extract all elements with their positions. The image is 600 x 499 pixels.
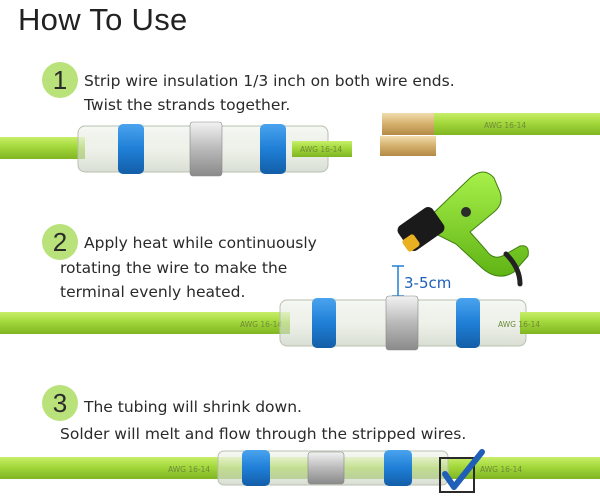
step-3-wire-label-a: AWG 16-14	[168, 465, 210, 474]
step-2-solder-ring	[385, 295, 419, 351]
step-1-number: 1	[42, 62, 78, 98]
step-3-wire-label-b: AWG 16-14	[480, 465, 522, 474]
step-3-ring-left	[242, 450, 270, 486]
step-1-copper-top	[382, 113, 434, 135]
step-1-illustration: AWG 16-14 AWG 16-14	[0, 113, 600, 177]
step-2-wire-label-a: AWG 16-14	[240, 320, 282, 329]
step-1-right-wire	[434, 113, 600, 135]
check-icon	[442, 449, 485, 490]
step-2-line-2: rotating the wire to make the	[60, 259, 288, 277]
step-1-copper-bottom	[380, 136, 436, 156]
heat-gun-icon	[397, 171, 529, 287]
step-2-right-wire	[520, 312, 600, 334]
step-3-illustration: AWG 16-14 AWG 16-14	[0, 449, 600, 493]
step-3-line-2: Solder will melt and flow through the st…	[60, 425, 467, 443]
step-2-number: 2	[42, 224, 78, 260]
step-2-left-wire	[0, 312, 290, 334]
step-3-line-1: The tubing will shrink down.	[84, 398, 302, 416]
step-3-number: 3	[42, 385, 78, 421]
step-1-inner-wire	[292, 141, 352, 157]
step-1-wire-label-b: AWG 16-14	[484, 121, 526, 130]
step-2-illustration: AWG 16-14 AWG 16-14	[0, 295, 600, 351]
step-1-solder-ring	[189, 121, 223, 177]
step-2-ring-left	[312, 298, 336, 348]
page-title: How To Use	[18, 2, 188, 37]
step-3-solder-ring	[307, 451, 345, 485]
step-2-line-3: terminal evenly heated.	[60, 283, 246, 301]
step-2-wire-label-b: AWG 16-14	[498, 320, 540, 329]
step-1-wire-label-a: AWG 16-14	[300, 145, 342, 154]
step-1-ring-left	[118, 124, 144, 174]
step-1-ring-right	[260, 124, 286, 174]
step-2-line-1: Apply heat while continuously	[84, 234, 317, 252]
step-2-ring-right	[456, 298, 480, 348]
distance-label: 3-5cm	[404, 274, 451, 292]
step-1-line-2: Twist the strands together.	[84, 96, 291, 114]
step-1-left-wire	[0, 137, 85, 159]
check-box	[439, 457, 475, 493]
step-1-line-1: Strip wire insulation 1/3 inch on both w…	[84, 72, 455, 90]
step-3-ring-right	[384, 450, 412, 486]
distance-marker: 3-5cm	[392, 265, 451, 297]
